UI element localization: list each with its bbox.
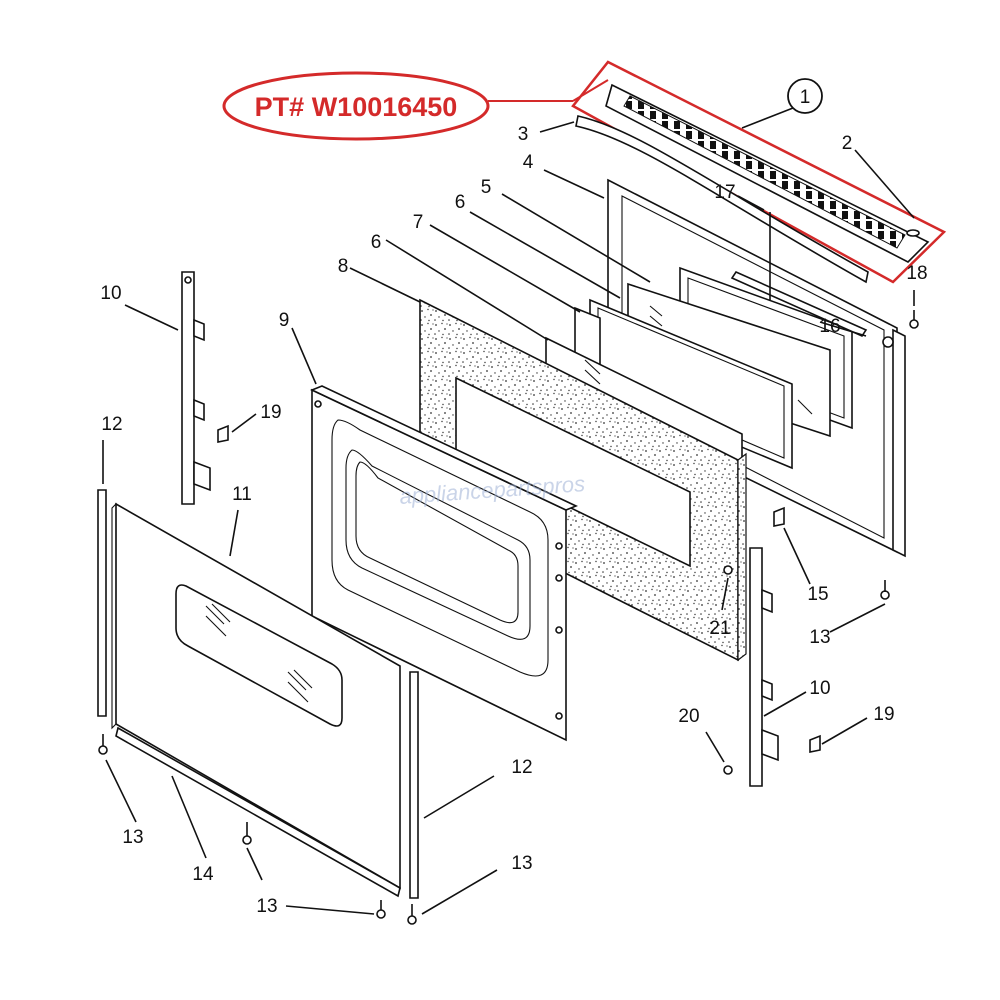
- clip-19-left: [217, 424, 229, 443]
- callout-13c: 13: [511, 853, 532, 874]
- callout-12a: 12: [101, 414, 122, 435]
- callout-13b: 13: [122, 827, 143, 848]
- callout-19a: 19: [260, 402, 281, 423]
- screw-13-left: [98, 734, 108, 755]
- callout-4: 4: [523, 152, 534, 173]
- left-side-trim: [97, 489, 107, 717]
- callout-10b: 10: [809, 678, 830, 699]
- callout-19b: 19: [873, 704, 894, 725]
- door-liner-panel: [309, 385, 579, 742]
- insulation-pad: [419, 298, 747, 662]
- callout-13d: 13: [256, 896, 277, 917]
- callout-6a: 6: [455, 192, 466, 213]
- bottom-trim: [115, 726, 401, 898]
- screw-21: [723, 565, 733, 575]
- callout-1-circle: [787, 78, 823, 114]
- callout-18: 18: [906, 263, 927, 284]
- clip-19-right: [809, 734, 821, 753]
- callout-3: 3: [518, 124, 529, 145]
- callout-9: 9: [279, 310, 290, 331]
- callout-6b: 6: [371, 232, 382, 253]
- callout-5: 5: [481, 177, 492, 198]
- callout-1: 1: [800, 87, 811, 108]
- part-number-text: PT# W10016450: [255, 92, 458, 122]
- screw-13-mid: [242, 822, 252, 845]
- screw-13-right: [880, 580, 890, 600]
- callout-16: 16: [819, 316, 840, 337]
- screw-18: [909, 310, 919, 329]
- callout-12b: 12: [511, 757, 532, 778]
- callout-11: 11: [232, 484, 252, 505]
- callout-14: 14: [192, 864, 214, 885]
- strip-part-16: [730, 270, 868, 338]
- callout-2: 2: [842, 133, 853, 154]
- callout-20: 20: [678, 706, 699, 727]
- screw-13-bottom: [376, 900, 417, 925]
- callout-21: 21: [709, 618, 730, 639]
- leader-lines: [102, 107, 915, 915]
- callout-15: 15: [807, 584, 828, 605]
- right-side-trim: [409, 671, 419, 899]
- callout-17: 17: [714, 182, 735, 203]
- trim-strip: [575, 115, 869, 284]
- callout-labels: 1 2 3 4 5 6 7 6 8 9 10 11 12 17 16 18 19…: [100, 87, 927, 917]
- clip-15: [773, 506, 785, 527]
- left-hinge-channel: [181, 271, 211, 505]
- callout-10a: 10: [100, 283, 121, 304]
- right-hinge-channel: [749, 547, 779, 787]
- vent-trim-assembly: [571, 60, 947, 284]
- callout-8: 8: [338, 256, 349, 277]
- callout-13a: 13: [809, 627, 830, 648]
- screw-20: [723, 765, 733, 775]
- part-number-callout: PT# W10016450: [222, 71, 609, 141]
- callout-7: 7: [413, 212, 424, 233]
